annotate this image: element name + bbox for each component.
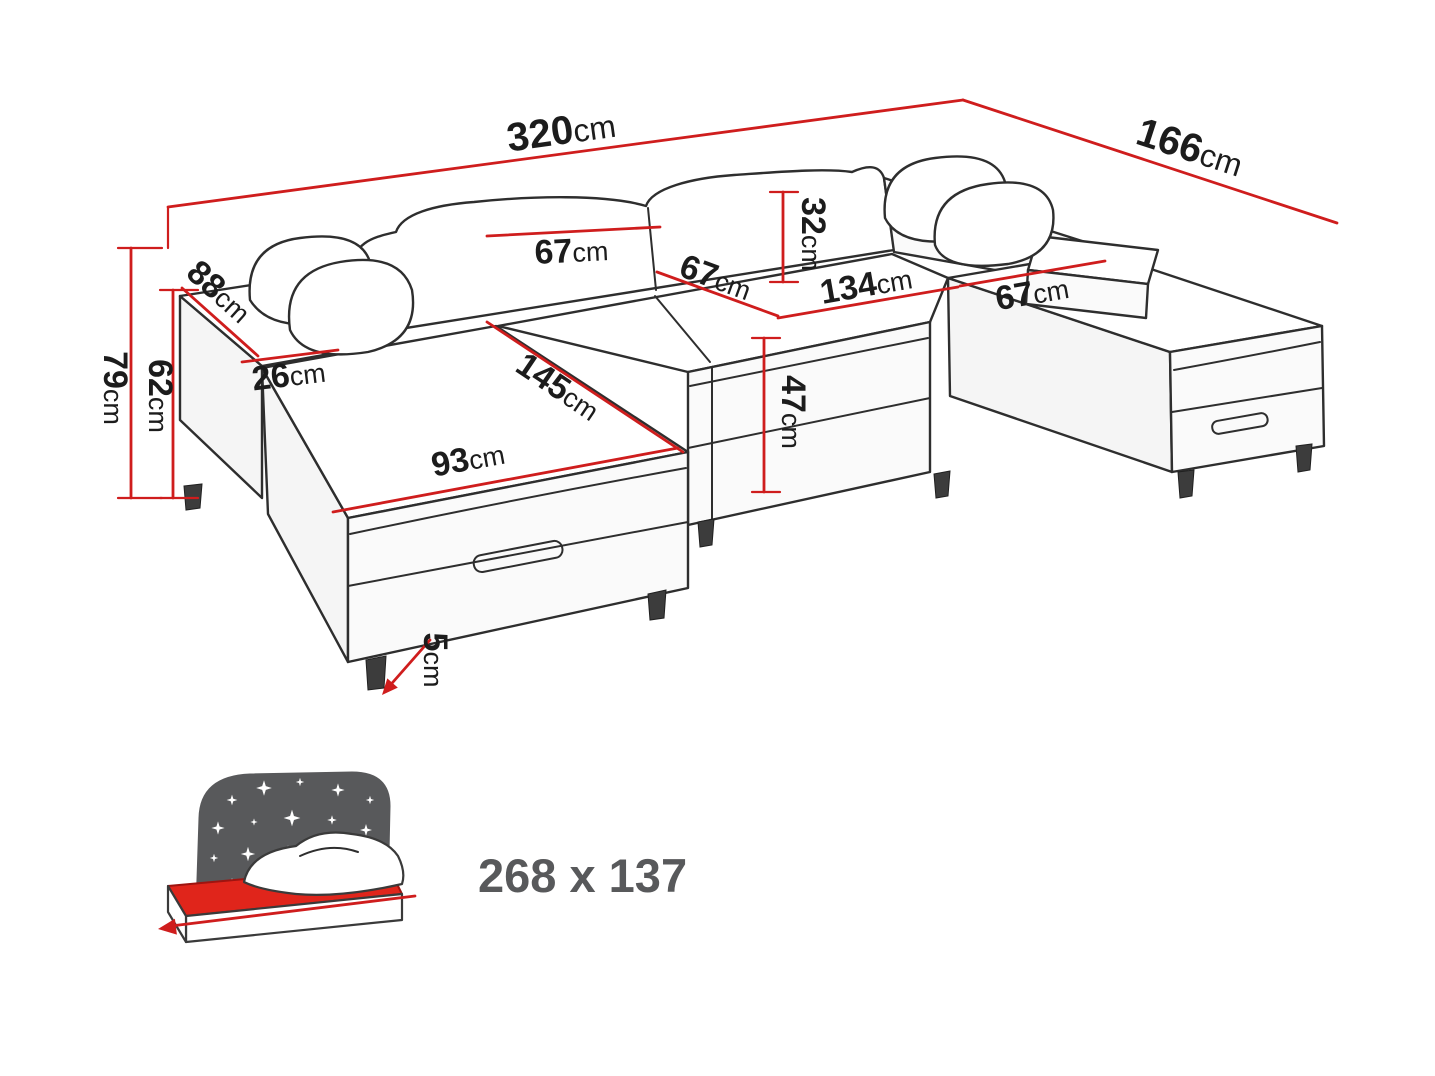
svg-text:93cm: 93cm	[428, 434, 508, 485]
middle-leg-right	[933, 470, 951, 499]
svg-text:79cm: 79cm	[96, 351, 134, 425]
dim-line-right-seat	[958, 259, 1107, 288]
left-drawer-handle	[472, 539, 564, 574]
left-chaise-drawer-seam	[347, 521, 689, 587]
left-pillow-front	[287, 258, 415, 356]
bed-pillow-line	[299, 846, 359, 857]
dim-total-width-label: 320cm	[504, 102, 618, 161]
dim-line-armrest-width	[240, 348, 340, 364]
sofa-drawing	[178, 155, 1326, 691]
dim-line-back-cushion	[485, 225, 662, 238]
sleeping-area-size: 268 x 137	[478, 849, 687, 902]
middle-cushion-front-line	[689, 337, 929, 387]
dim-line-leg-height	[384, 638, 432, 692]
dim-back-cushion-label: 67cm	[534, 230, 610, 272]
dim-line-seat-span	[776, 285, 960, 320]
right-chaise-cushion-line	[1173, 341, 1321, 371]
left-chaise-front-face	[346, 450, 690, 664]
svg-text:5cm: 5cm	[416, 633, 454, 688]
dim-seat-span-label: 134cm	[817, 258, 915, 312]
dim-right-seat-label: 67cm	[992, 268, 1071, 318]
dim-line-total-width	[166, 98, 965, 209]
right-pillow-front	[933, 181, 1055, 267]
middle-leg-left	[697, 518, 715, 548]
svg-text:62cm: 62cm	[141, 359, 179, 433]
sleeping-area-pictogram: 268 x 137	[158, 771, 687, 944]
dim-seat-height-label: 47cm	[774, 375, 812, 449]
bed-mattress-side	[166, 884, 188, 944]
dim-line-armrest-depth	[180, 286, 260, 358]
right-chaise-leg-right	[1295, 443, 1313, 473]
svg-text:320cm: 320cm	[504, 102, 618, 161]
dim-backrest-height-label: 32cm	[794, 197, 832, 271]
bed-diagonal-arrowhead	[158, 918, 177, 935]
bed-diagonal-arrow-line	[169, 894, 417, 928]
left-chaise-leg-right	[647, 589, 667, 621]
middle-front-seam-horizontal	[687, 397, 931, 449]
dim-line-middle-seat	[655, 270, 780, 318]
backrest	[348, 166, 896, 338]
middle-seat-top	[496, 252, 950, 374]
right-armrest-front	[1024, 268, 1150, 320]
svg-text:134cm: 134cm	[817, 258, 915, 312]
right-drawer-handle	[1211, 412, 1269, 435]
svg-text:67cm: 67cm	[534, 230, 610, 272]
dim-chaise-width-label: 93cm	[428, 434, 508, 485]
left-chaise-leg-front	[365, 655, 387, 691]
svg-text:26cm: 26cm	[250, 352, 328, 399]
svg-text:67cm: 67cm	[992, 268, 1071, 318]
backrest-seam	[647, 207, 657, 291]
middle-cushion-seam	[654, 295, 711, 363]
dim-leg-height-label: 5cm	[416, 633, 454, 688]
left-chaise-cushion-line	[349, 467, 687, 535]
svg-text:32cm: 32cm	[794, 197, 832, 271]
dim-armrest-width-label: 26cm	[250, 352, 328, 399]
leg-height-arrowhead	[382, 678, 398, 695]
dim-line-chaise-width	[331, 446, 680, 514]
dimension-lines	[116, 98, 1339, 695]
bed-blanket	[242, 831, 405, 896]
dim-line-total-depth	[961, 98, 1339, 225]
dim-armrest-height-label: 62cm	[141, 359, 179, 433]
svg-text:47cm: 47cm	[774, 375, 812, 449]
dim-total-height-label: 79cm	[96, 351, 134, 425]
right-chaise-leg-left	[1177, 469, 1195, 499]
dim-line-chaise-length	[485, 320, 685, 454]
right-chaise-drawer-seam	[1171, 387, 1323, 413]
